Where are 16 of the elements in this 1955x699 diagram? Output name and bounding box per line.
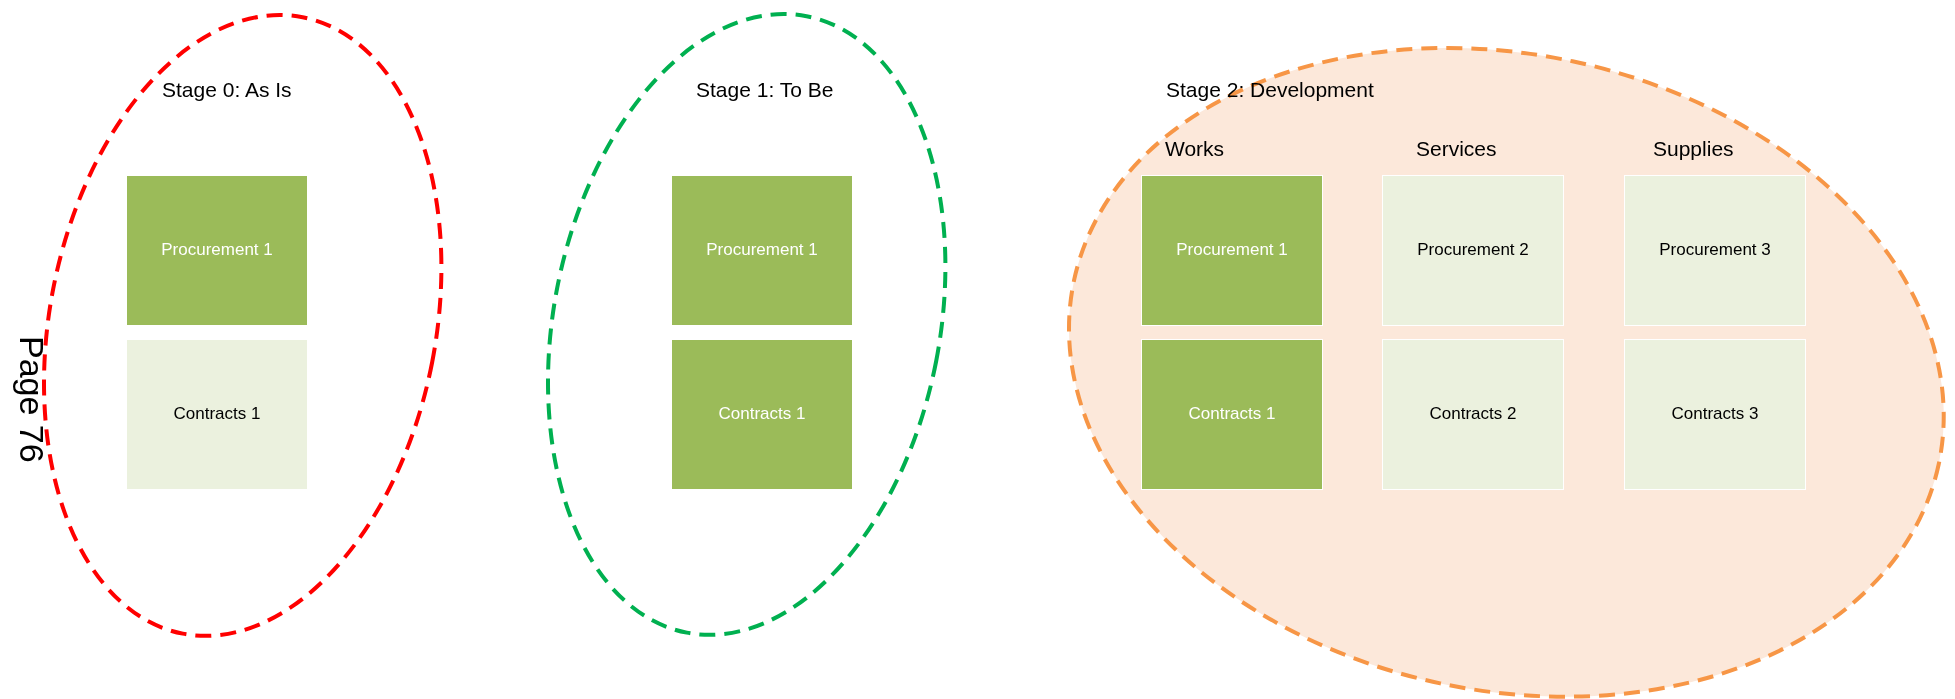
- column-heading: Services: [1416, 137, 1497, 161]
- page-number: Page 76: [12, 336, 51, 463]
- process-box: Procurement 2: [1382, 175, 1564, 326]
- process-box: Contracts 1: [126, 339, 308, 490]
- column-heading: Supplies: [1653, 137, 1734, 161]
- process-box: Contracts 3: [1624, 339, 1806, 490]
- stage-heading: Stage 1: To Be: [696, 78, 834, 102]
- process-box: Contracts 1: [1141, 339, 1323, 490]
- process-box: Procurement 1: [1141, 175, 1323, 326]
- process-box: Procurement 3: [1624, 175, 1806, 326]
- process-box: Contracts 2: [1382, 339, 1564, 490]
- process-box: Contracts 1: [671, 339, 853, 490]
- column-heading: Works: [1165, 137, 1225, 161]
- process-box: Procurement 1: [671, 175, 853, 326]
- stage-heading: Stage 0: As Is: [162, 78, 292, 102]
- process-box: Procurement 1: [126, 175, 308, 326]
